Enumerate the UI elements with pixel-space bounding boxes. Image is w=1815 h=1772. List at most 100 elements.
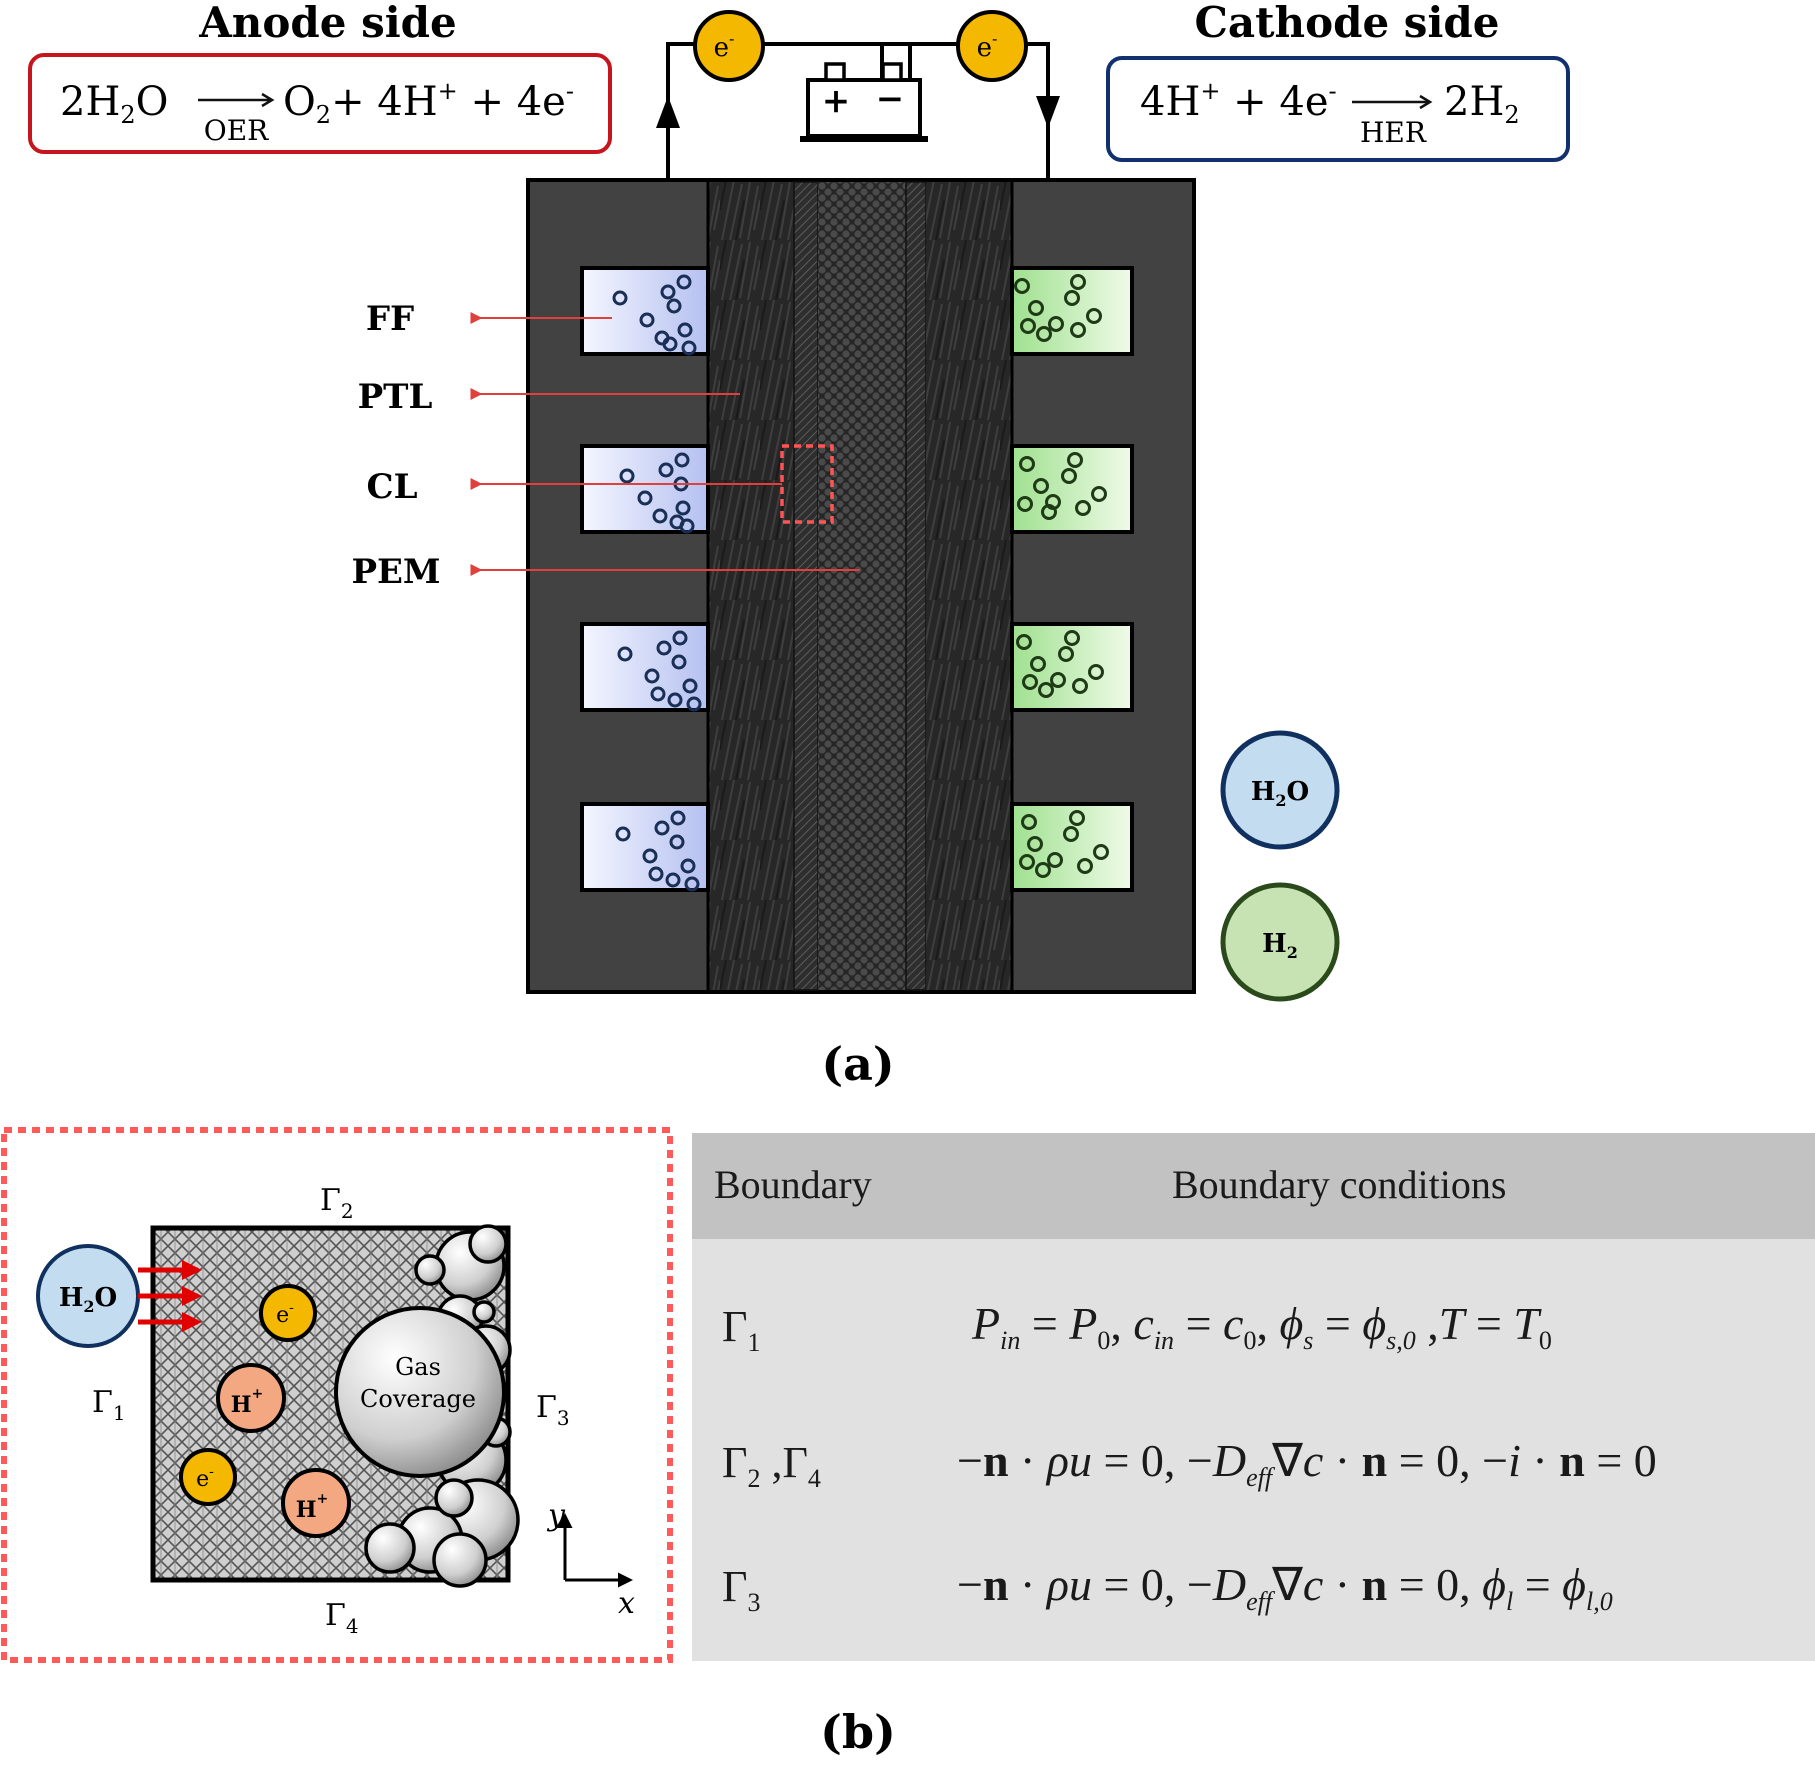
h2-bubble xyxy=(1019,854,1035,870)
o2-bubble xyxy=(644,668,660,684)
o2-bubble xyxy=(676,274,692,290)
o2-bubble xyxy=(612,290,628,306)
ptl-anode xyxy=(708,182,794,990)
domain-proton-1-label: H+ xyxy=(231,1386,264,1418)
zoom-window xyxy=(780,444,834,524)
gas-label-2: Coverage xyxy=(360,1385,476,1413)
label-pem: PEM xyxy=(351,552,440,592)
o2-bubble xyxy=(672,630,688,646)
o2-bubble xyxy=(682,678,698,694)
electrolyzer-cell xyxy=(526,178,1196,994)
domain-electron-1-label: e- xyxy=(276,1300,294,1328)
o2-bubble xyxy=(686,696,702,712)
row-2-boundary: Γ2 ,Γ4 xyxy=(722,1438,821,1493)
cathode-equation: 4H+ + 4e- xyxy=(1140,77,1337,125)
anode-products: O2+ 4H+ + 4e- xyxy=(283,77,574,129)
h2-bubble xyxy=(1014,278,1030,294)
h2-bubble xyxy=(1058,646,1074,662)
o2-bubble xyxy=(684,876,700,892)
o2-bubble xyxy=(642,848,658,864)
battery-terminal-minus xyxy=(881,62,903,82)
h2-bubble xyxy=(1041,504,1057,520)
h2-bubble xyxy=(1027,836,1043,852)
o2-bubble xyxy=(671,654,687,670)
h2-bubble xyxy=(1061,468,1077,484)
gas-bubble xyxy=(432,1532,488,1588)
gamma-3: Γ3 xyxy=(536,1390,570,1430)
h2-bubble xyxy=(1067,452,1083,468)
label-cl: CL xyxy=(367,467,418,507)
row-3-boundary: Γ3 xyxy=(722,1562,761,1617)
header-boundary: Boundary xyxy=(714,1162,872,1207)
h2-bubble xyxy=(1069,810,1085,826)
cathode-reaction-box: 4H+ + 4e- HER 2H2 xyxy=(1106,56,1570,162)
o2-bubble xyxy=(654,820,670,836)
h2-bubble xyxy=(1072,678,1088,694)
electron-icon-right xyxy=(956,10,1028,82)
h2-bubble xyxy=(1016,634,1032,650)
domain-water-label: H2O xyxy=(59,1283,117,1316)
legend-hydrogen-label: H2 xyxy=(1262,929,1298,962)
cathode-title: Cathode side xyxy=(1195,0,1500,47)
electron-icon-left xyxy=(693,10,765,82)
o2-bubble xyxy=(648,866,664,882)
o2-bubble xyxy=(637,490,653,506)
table-row-gamma3: Γ3 −n · ρu = 0, −Deff∇c · n = 0, ϕl = ϕl… xyxy=(692,1519,1815,1659)
gamma-1: Γ1 xyxy=(92,1385,126,1425)
label-ptl: PTL xyxy=(358,377,433,417)
domain-proton-2 xyxy=(281,1468,351,1538)
o2-bubble xyxy=(677,322,693,338)
cl-cathode xyxy=(905,181,927,991)
legend-hydrogen-circle xyxy=(1220,882,1340,1002)
row-2-condition: −n · ρu = 0, −Deff∇c · n = 0, −i · n = 0 xyxy=(957,1435,1657,1493)
axis-y-label: y xyxy=(546,1498,566,1533)
table-row-gamma1: Γ1 Pin = P0, cin = c0, ϕs = ϕs,0 ,T = T0 xyxy=(692,1259,1815,1399)
gas-bubble xyxy=(364,1522,416,1574)
o2-bubble xyxy=(652,508,668,524)
label-ff: FF xyxy=(366,299,414,339)
o2-bubble xyxy=(619,468,635,484)
row-3-condition: −n · ρu = 0, −Deff∇c · n = 0, ϕl = ϕl,0 xyxy=(957,1559,1613,1617)
battery-terminal-plus xyxy=(824,62,846,82)
h2-bubble xyxy=(1064,630,1080,646)
o2-bubble xyxy=(674,452,690,468)
h2-bubble xyxy=(1077,858,1093,874)
o2-bubble xyxy=(656,640,672,656)
anode-box-frame xyxy=(28,53,612,154)
o2-bubble xyxy=(681,340,697,356)
table-header: Boundary Boundary conditions xyxy=(692,1133,1815,1239)
o2-bubble xyxy=(679,518,695,534)
h2-bubble xyxy=(1047,852,1063,868)
o2-bubble xyxy=(639,312,655,328)
anode-channel-1 xyxy=(580,266,710,356)
h2-bubble xyxy=(1064,290,1080,306)
o2-bubble xyxy=(667,692,683,708)
o2-bubble xyxy=(658,462,674,478)
gamma-4: Γ4 xyxy=(325,1598,359,1638)
h2-bubble xyxy=(1035,862,1051,878)
o2-bubble xyxy=(665,872,681,888)
anode-channel-3 xyxy=(580,622,710,712)
h2-bubble xyxy=(1070,274,1086,290)
pem xyxy=(818,182,906,990)
h2-bubble xyxy=(1075,500,1091,516)
h2-bubble xyxy=(1036,326,1052,342)
her-label: HER xyxy=(1360,116,1427,149)
oer-label: OER xyxy=(204,114,269,147)
domain-electron-1 xyxy=(259,1284,317,1342)
species-legend: H2O H2 xyxy=(1220,730,1340,1002)
gas-bubble xyxy=(434,1478,474,1518)
external-circuit: + − e- e- xyxy=(656,10,1060,180)
h2-bubble xyxy=(1038,682,1054,698)
row-1-condition: Pin = P0, cin = c0, ϕs = ϕs,0 ,T = T0 xyxy=(972,1298,1552,1356)
o2-bubble xyxy=(662,336,678,352)
h2-bubble xyxy=(1050,672,1066,688)
domain-proton-1 xyxy=(216,1363,286,1433)
h2-bubble xyxy=(1086,308,1102,324)
gas-bubble xyxy=(472,1300,496,1324)
h2-bubble xyxy=(1033,478,1049,494)
cathode-arrow-head xyxy=(1419,94,1433,110)
domain-proton-2-label: H+ xyxy=(296,1491,329,1523)
cl-domain-panel: Gas Coverage H2O e- e- H+ H+ Γ2 Γ4 Γ1 Γ3… xyxy=(1,1127,673,1663)
